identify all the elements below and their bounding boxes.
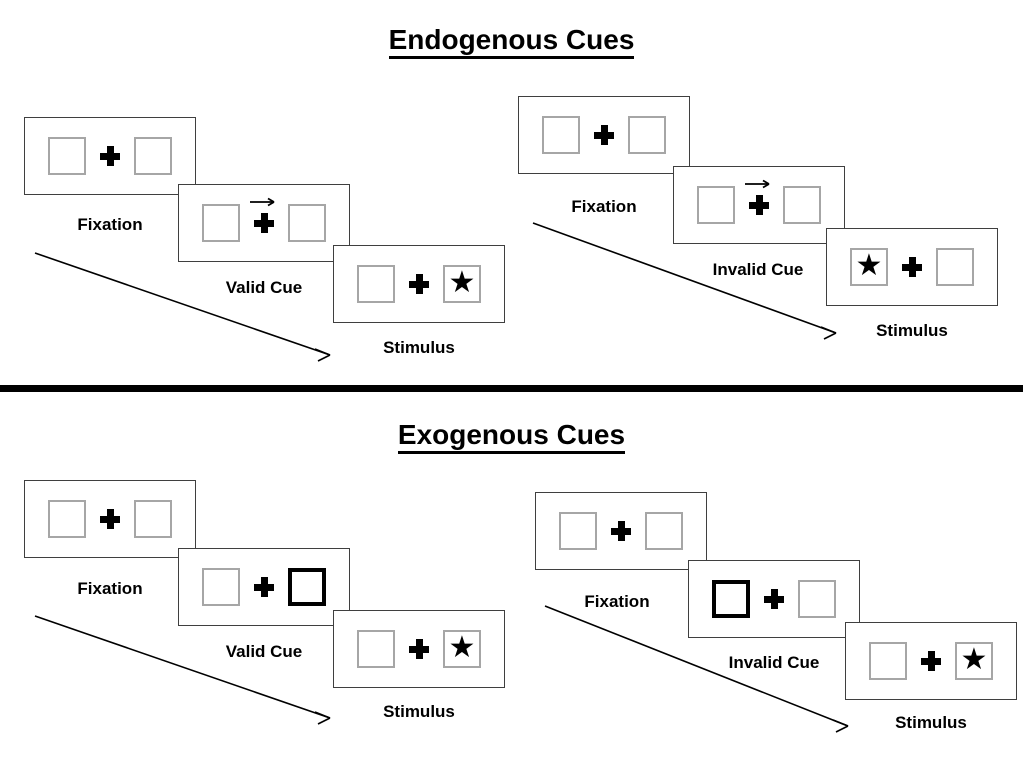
arrow-right-icon	[250, 197, 275, 207]
placeholder-box-left	[202, 204, 240, 242]
cue-container	[745, 179, 770, 215]
placeholder-box-left	[202, 568, 240, 606]
caption-endogenous-invalid-cue: Invalid Cue	[712, 260, 804, 279]
panel-exogenous-invalid-cue[interactable]	[688, 560, 860, 638]
fixation-cross-icon	[594, 125, 614, 145]
placeholder-box-right	[628, 116, 666, 154]
section-title-endogenous-text: Endogenous Cues	[388, 24, 635, 59]
placeholder-box-left	[357, 630, 395, 668]
exogenous-valid-time-arrow	[34, 615, 331, 725]
fixation-cross-icon	[409, 274, 429, 294]
placeholder-box-right	[288, 204, 326, 242]
placeholder-box-left	[48, 500, 86, 538]
caption-endogenous-invalid-stimulus: Stimulus	[876, 321, 948, 340]
fixation-cross-icon	[100, 509, 120, 529]
placeholder-box-right	[936, 248, 974, 286]
fixation-cross-icon	[100, 146, 120, 166]
panel-exogenous-invalid-stimulus[interactable]: ★	[845, 622, 1017, 700]
endogenous-valid-time-arrow	[34, 252, 331, 362]
exogenous-invalid-time-arrow	[544, 605, 849, 733]
caption-endogenous-valid-fixation: Fixation	[77, 215, 143, 234]
panel-endogenous-valid-fixation[interactable]	[24, 117, 196, 195]
fixation-cross-icon	[764, 589, 784, 609]
caption-exogenous-invalid-fixation: Fixation	[584, 592, 650, 611]
panel-exogenous-invalid-fixation[interactable]	[535, 492, 707, 570]
section-title-exogenous-text: Exogenous Cues	[397, 419, 626, 454]
cue-box-right-highlight	[288, 568, 326, 606]
panel-exogenous-valid-stimulus[interactable]: ★	[333, 610, 505, 688]
fixation-cross-icon	[254, 577, 274, 597]
star-icon: ★	[448, 631, 476, 664]
cue-container	[250, 197, 275, 233]
fixation-cross-icon	[611, 521, 631, 541]
panel-endogenous-valid-cue[interactable]	[178, 184, 350, 262]
stimulus-box-right: ★	[443, 265, 481, 303]
caption-endogenous-valid-cue: Valid Cue	[225, 278, 303, 297]
panel-endogenous-valid-stimulus[interactable]: ★	[333, 245, 505, 323]
placeholder-box-left	[542, 116, 580, 154]
panel-endogenous-invalid-cue[interactable]	[673, 166, 845, 244]
caption-exogenous-invalid-stimulus: Stimulus	[895, 713, 967, 732]
placeholder-box-right	[134, 137, 172, 175]
cue-box-left-highlight	[712, 580, 750, 618]
stimulus-box-right: ★	[955, 642, 993, 680]
section-divider	[0, 385, 1023, 392]
caption-endogenous-valid-stimulus: Stimulus	[383, 338, 455, 357]
placeholder-box-right	[798, 580, 836, 618]
section-title-exogenous: Exogenous Cues	[0, 419, 1023, 454]
fixation-cross-icon	[902, 257, 922, 277]
star-icon: ★	[855, 249, 883, 282]
star-icon: ★	[448, 266, 476, 299]
placeholder-box-right	[134, 500, 172, 538]
caption-exogenous-valid-cue: Valid Cue	[225, 642, 303, 661]
endogenous-invalid-time-arrow	[532, 222, 837, 340]
star-icon: ★	[960, 643, 988, 676]
panel-endogenous-invalid-fixation[interactable]	[518, 96, 690, 174]
panel-endogenous-invalid-stimulus[interactable]: ★	[826, 228, 998, 306]
fixation-cross-icon	[921, 651, 941, 671]
fixation-cross-icon	[409, 639, 429, 659]
placeholder-box-right	[783, 186, 821, 224]
panel-exogenous-valid-fixation[interactable]	[24, 480, 196, 558]
fixation-cross-icon	[254, 213, 274, 233]
fixation-cross-icon	[749, 195, 769, 215]
caption-endogenous-invalid-fixation: Fixation	[571, 197, 637, 216]
caption-exogenous-valid-stimulus: Stimulus	[383, 702, 455, 721]
panel-exogenous-valid-cue[interactable]	[178, 548, 350, 626]
placeholder-box-left	[48, 137, 86, 175]
placeholder-box-left	[697, 186, 735, 224]
arrow-right-icon	[745, 179, 770, 189]
placeholder-box-left	[869, 642, 907, 680]
placeholder-box-left	[357, 265, 395, 303]
caption-exogenous-invalid-cue: Invalid Cue	[728, 653, 820, 672]
stimulus-box-left: ★	[850, 248, 888, 286]
placeholder-box-right	[645, 512, 683, 550]
caption-exogenous-valid-fixation: Fixation	[77, 579, 143, 598]
placeholder-box-left	[559, 512, 597, 550]
stimulus-box-right: ★	[443, 630, 481, 668]
section-title-endogenous: Endogenous Cues	[0, 24, 1023, 59]
